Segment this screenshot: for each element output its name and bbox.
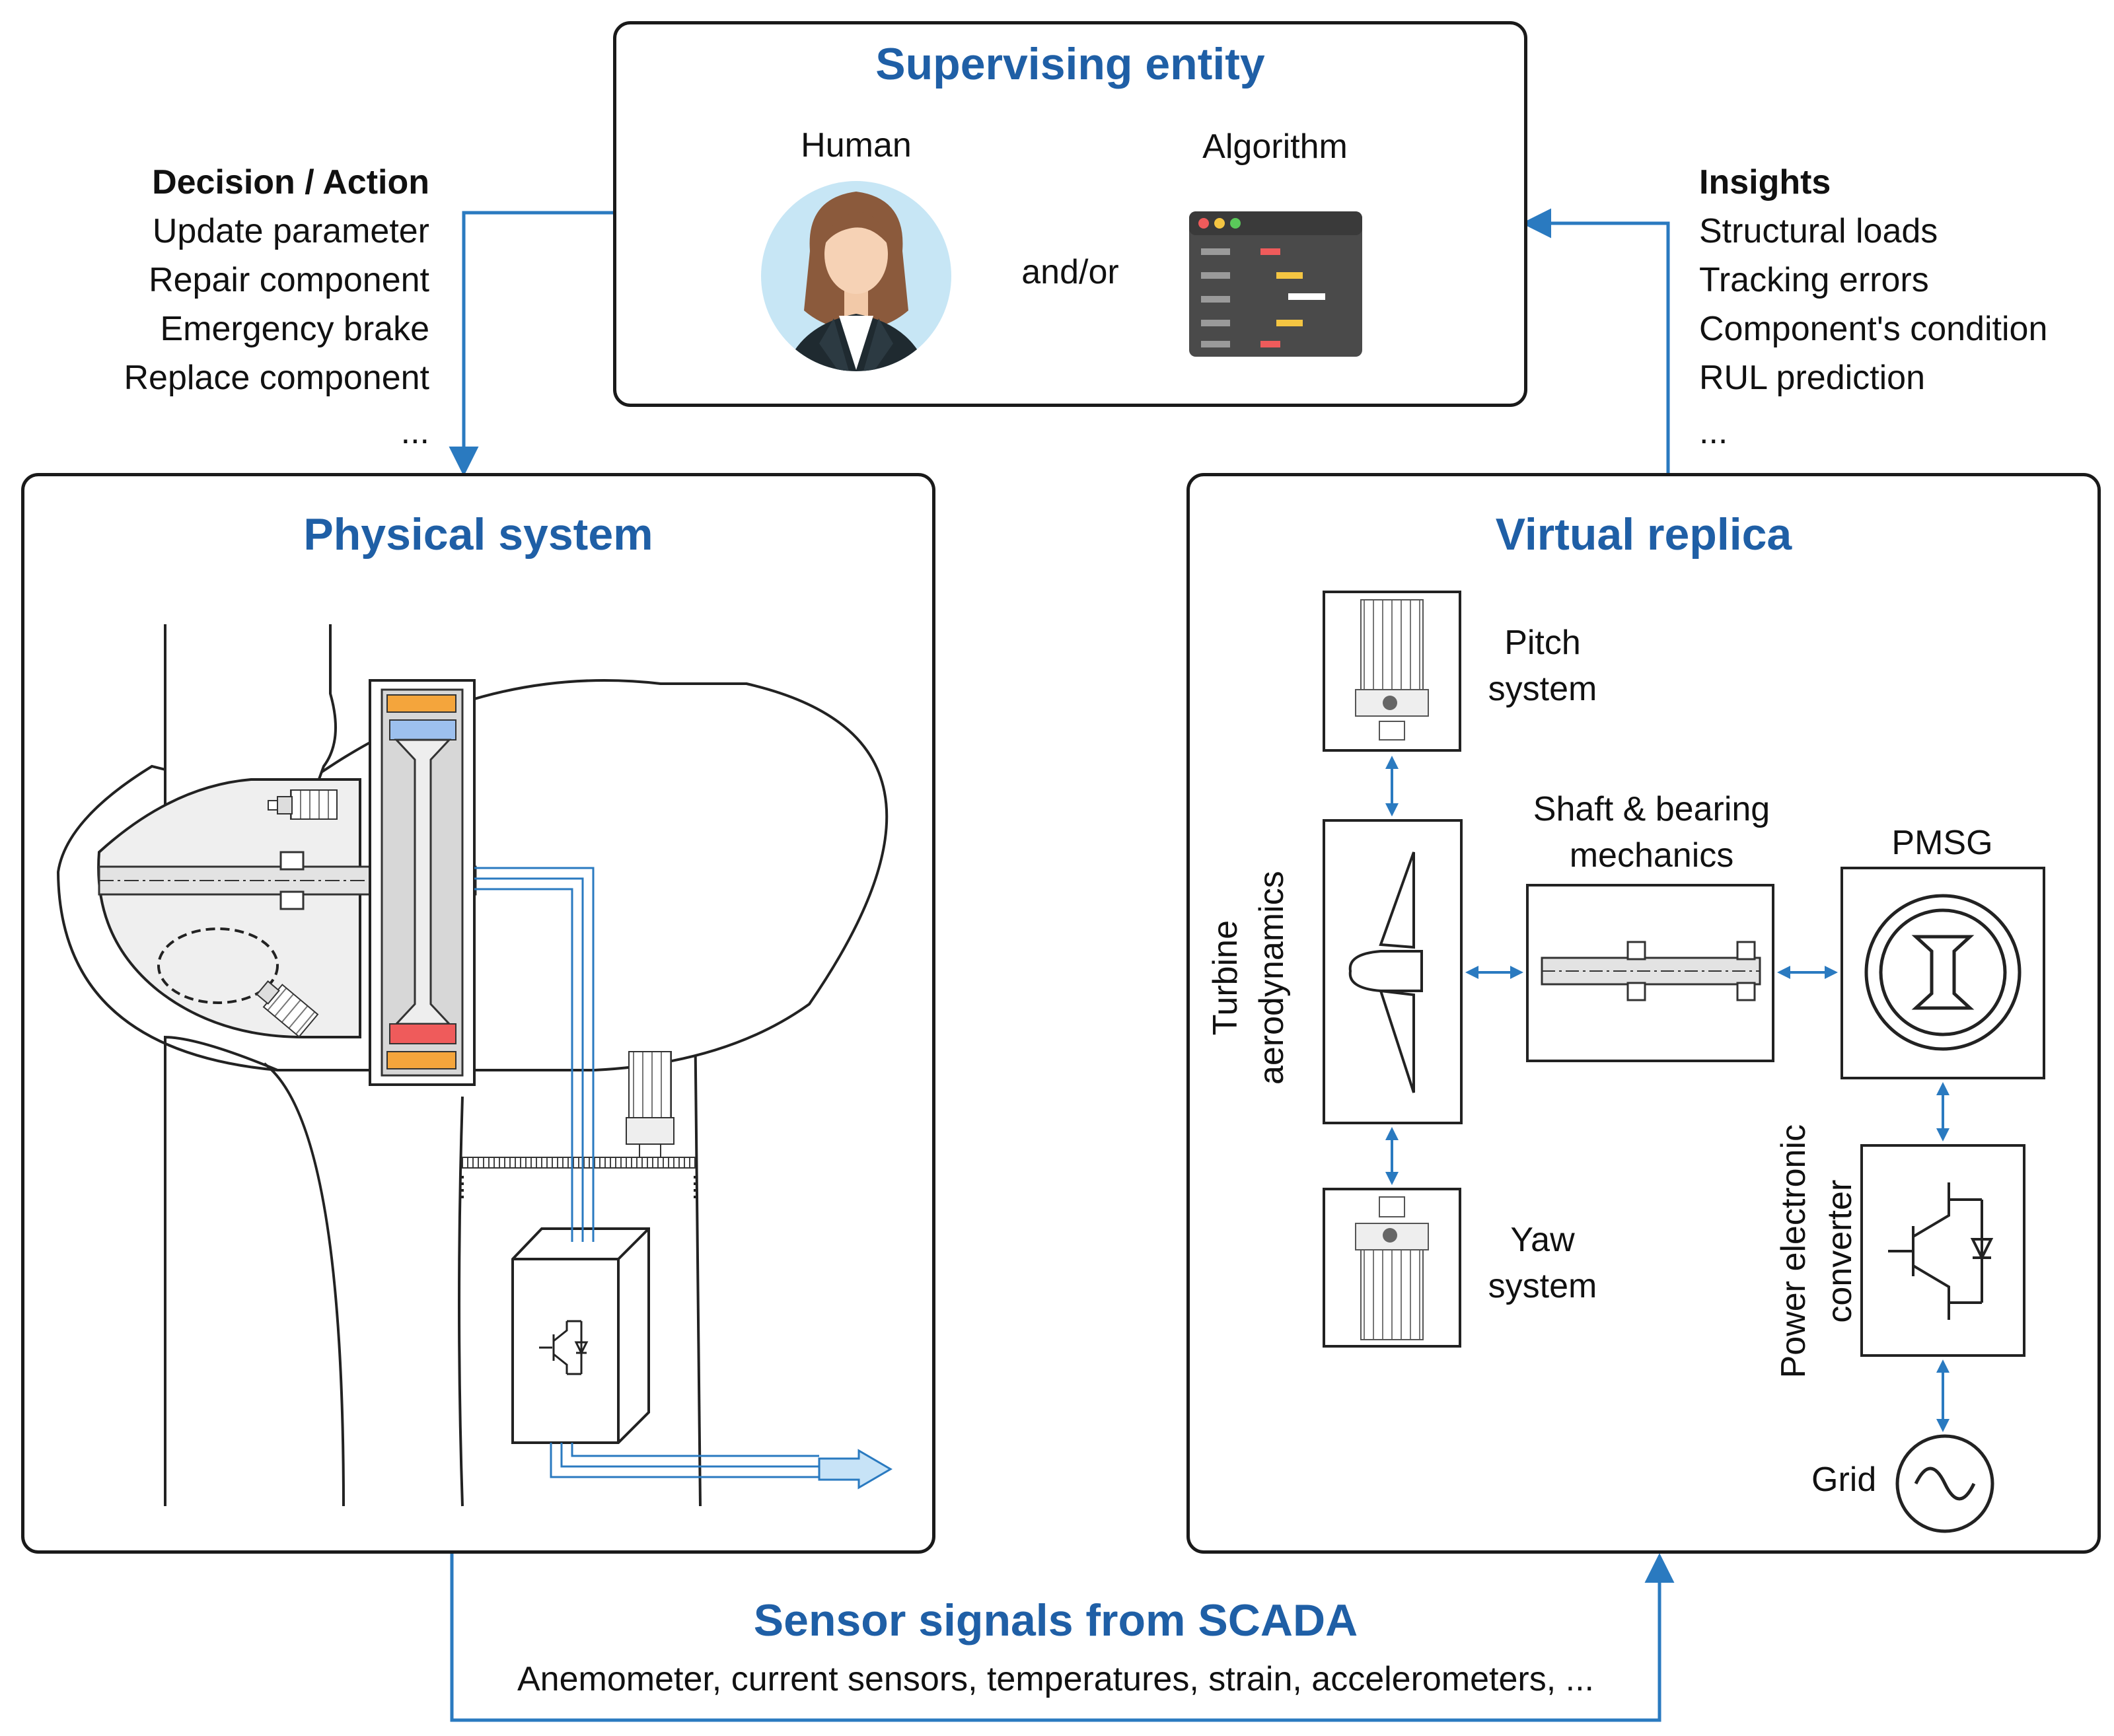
signal-lines xyxy=(474,867,893,1490)
grid-source-icon xyxy=(1895,1434,1994,1533)
human-label: Human xyxy=(801,126,912,164)
converter-label-line: Power electronic xyxy=(1774,1124,1813,1379)
converter-label: Power electronic converter xyxy=(1770,1106,1863,1396)
aerodynamics-block xyxy=(1323,819,1463,1124)
andor-label: and/or xyxy=(1021,253,1119,291)
yaw-system-block xyxy=(1323,1188,1461,1348)
physical-system-title: Physical system xyxy=(303,509,653,560)
virtual-replica-box xyxy=(1186,473,2101,1554)
sensor-arrow xyxy=(450,1553,1675,1722)
yaw-label-line: system xyxy=(1488,1267,1597,1306)
sensor-signals-subtitle: Anemometer, current sensors, temperature… xyxy=(517,1660,1594,1698)
insights-item: ... xyxy=(1699,413,1728,451)
pitch-system-label: Pitch system xyxy=(1467,620,1619,712)
shaft-bearing-block xyxy=(1526,884,1774,1062)
converter-label-line: converter xyxy=(1821,1179,1859,1323)
shaft-label-line: mechanics xyxy=(1569,836,1734,875)
shaft-bearing-label: Shaft & bearing mechanics xyxy=(1500,786,1804,879)
aero-label-line: Turbine xyxy=(1206,920,1245,1036)
insights-item: Structural loads xyxy=(1699,212,1938,250)
decision-item: Emergency brake xyxy=(160,310,429,348)
aerodynamics-label: Turbine aerodynamics xyxy=(1202,839,1295,1116)
grid-label: Grid xyxy=(1811,1461,1877,1499)
pitch-label-line: system xyxy=(1488,670,1597,709)
aero-label-line: aerodynamics xyxy=(1253,871,1291,1085)
physical-system-box xyxy=(21,473,935,1554)
supervising-title: Supervising entity xyxy=(875,39,1265,89)
pmsg-label: PMSG xyxy=(1891,824,1993,862)
generator-drawing xyxy=(369,679,476,1086)
pitch-label-line: Pitch xyxy=(1504,624,1581,662)
insights-item: Tracking errors xyxy=(1699,261,1929,299)
tower-yaw-motor-icon xyxy=(626,1051,674,1158)
insights-item: RUL prediction xyxy=(1699,359,1926,397)
decision-arrow xyxy=(449,211,614,476)
insights-item: Component's condition xyxy=(1699,310,2048,348)
sensor-signals-title: Sensor signals from SCADA xyxy=(753,1595,1358,1646)
insights-arrow xyxy=(1521,208,1670,473)
decision-heading: Decision / Action xyxy=(152,163,429,201)
yaw-system-label: Yaw system xyxy=(1467,1217,1619,1309)
insights-heading: Insights xyxy=(1699,163,1831,201)
converter-cabinet-drawing xyxy=(511,1227,650,1444)
pitch-motor-icon xyxy=(268,789,338,820)
decision-item: Replace component xyxy=(124,359,429,397)
decision-item: ... xyxy=(400,413,429,451)
pmsg-block xyxy=(1841,867,2045,1079)
decision-item: Repair component xyxy=(149,261,429,299)
virtual-replica-title: Virtual replica xyxy=(1495,509,1792,560)
virtual-arrows xyxy=(1385,756,1950,1432)
yaw-motor-icon-nacelle xyxy=(256,980,319,1038)
pitch-system-block xyxy=(1323,591,1461,752)
yaw-label-line: Yaw xyxy=(1510,1221,1575,1259)
converter-block xyxy=(1860,1144,2025,1357)
algorithm-label: Algorithm xyxy=(1202,127,1348,166)
yaw-rack xyxy=(462,1157,696,1169)
decision-item: Update parameter xyxy=(152,212,429,250)
shaft-label-line: Shaft & bearing xyxy=(1533,790,1770,828)
